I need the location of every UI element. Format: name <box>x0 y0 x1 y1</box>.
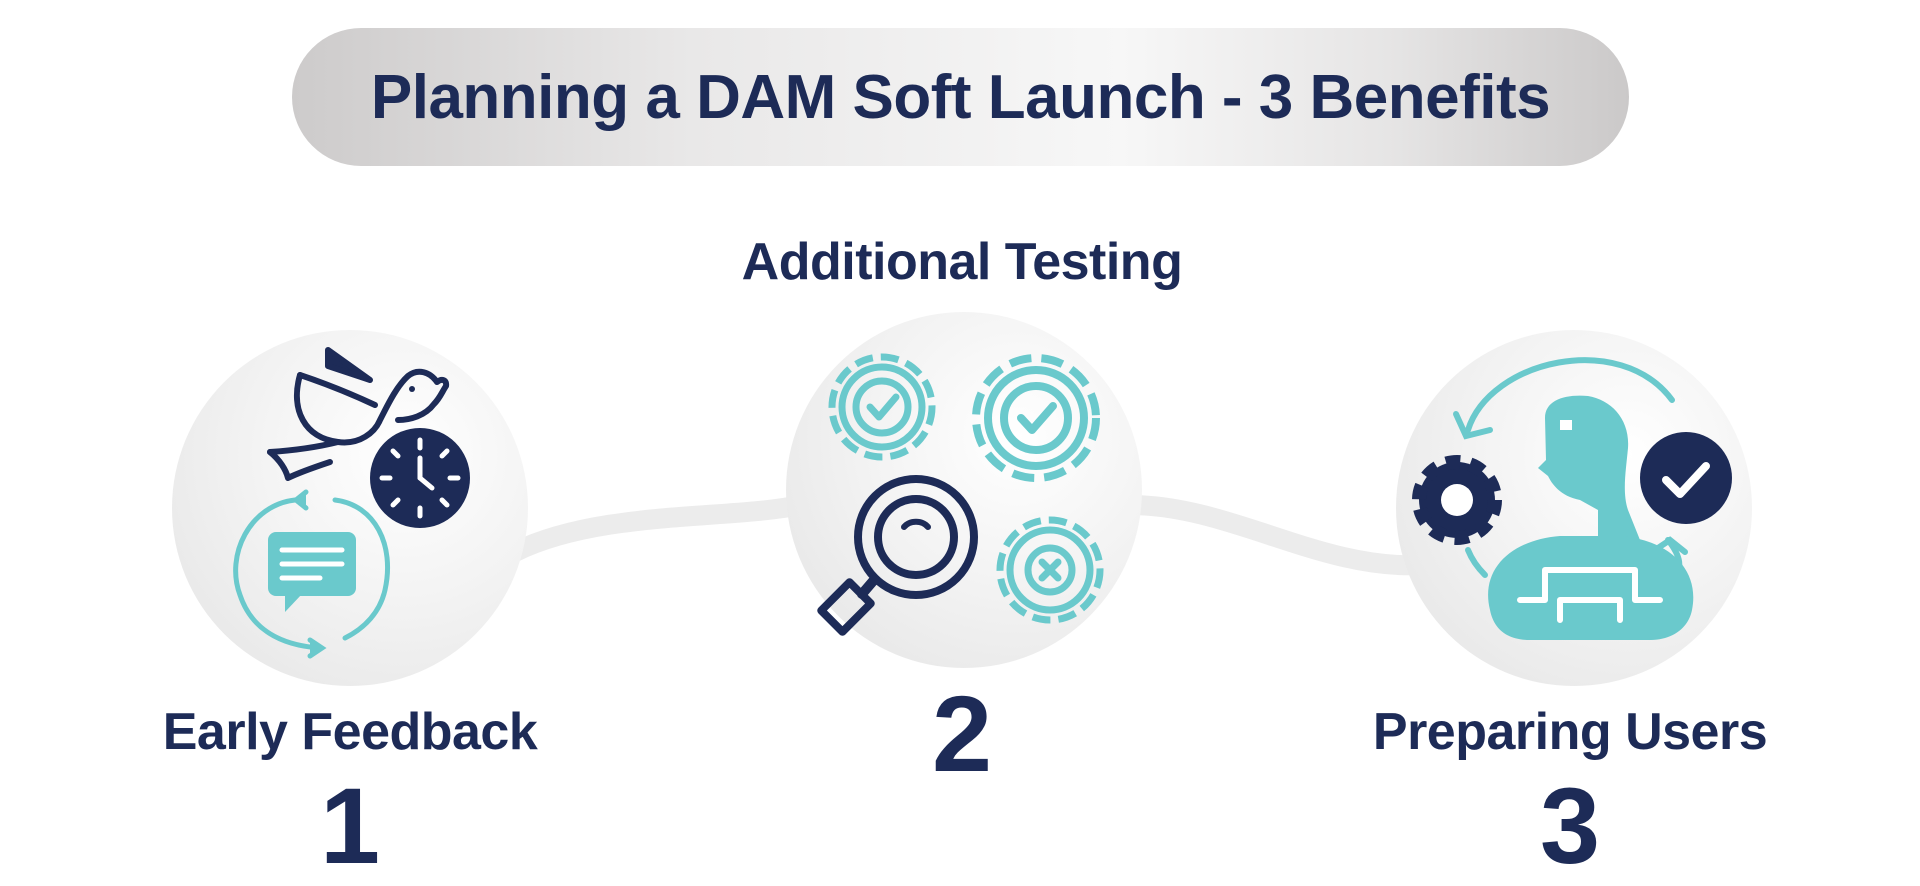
gear-check-icon <box>972 354 1100 482</box>
step-1-circle <box>172 330 528 686</box>
page-title: Planning a DAM Soft Launch - 3 Benefits <box>370 62 1551 132</box>
bird-icon <box>267 347 450 481</box>
step-3-number: 3 <box>1539 765 1601 886</box>
refresh-arrows-icon <box>233 489 391 659</box>
step-2-number: 2 <box>931 673 993 794</box>
chat-bubble-icon <box>268 532 356 612</box>
clock-icon <box>370 428 470 528</box>
gear-x-icon <box>996 516 1104 624</box>
title-banner: Planning a DAM Soft Launch - 3 Benefits <box>292 28 1629 166</box>
user-head-icon <box>1488 395 1694 640</box>
step-1-number: 1 <box>319 765 381 886</box>
gear-check-icon <box>828 353 936 461</box>
check-circle-icon <box>1640 432 1732 524</box>
step-3-label: Preparing Users <box>1372 703 1768 761</box>
step-2-label: Additional Testing <box>741 233 1183 291</box>
gear-icon <box>1412 455 1502 545</box>
magnifier-icon <box>817 475 978 636</box>
step-1-label: Early Feedback <box>162 703 538 761</box>
